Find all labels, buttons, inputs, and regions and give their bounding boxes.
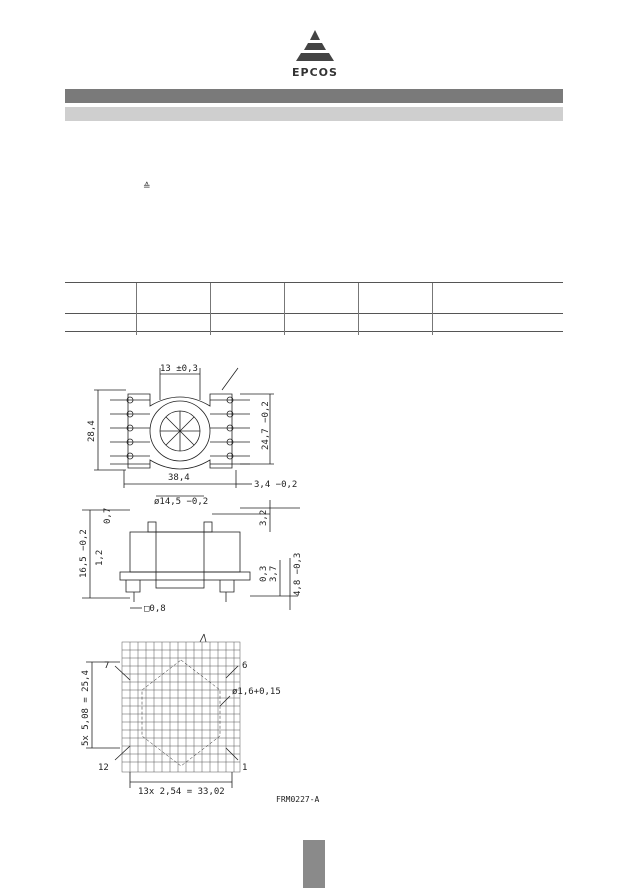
ref-code: FRM0227-A	[276, 795, 320, 804]
pin-label-7: 7	[104, 661, 109, 671]
table-col-divider	[136, 283, 137, 335]
technical-drawing: 13 ±0,3 28,4 24,7 −0,2 38,4 3,4 −0,2 ø14…	[70, 360, 340, 810]
dim-b: 16,5 −0,2	[79, 529, 89, 578]
dim-vertical: 5x 5,08 = 25,4	[81, 670, 91, 746]
page-tab	[303, 840, 325, 888]
dim-d: 3,2	[259, 510, 269, 526]
coil-former-drawing: 13 ±0,3 28,4 24,7 −0,2 38,4 3,4 −0,2 ø14…	[79, 364, 320, 804]
header-bar	[65, 89, 563, 103]
dim-horizontal: 13x 2,54 = 33,02	[138, 787, 225, 797]
table-col-divider	[284, 283, 285, 335]
table-col-divider	[432, 283, 433, 335]
dim-f: 3,7	[269, 566, 279, 582]
logo-text: EPCOS	[292, 66, 338, 79]
dim-bottom-right: 3,4 −0,2	[254, 480, 297, 490]
side-view	[82, 495, 300, 610]
dim-left: 28,4	[87, 420, 97, 442]
correspondence-symbol: ≙	[143, 181, 151, 191]
dim-e: 0,3	[259, 566, 269, 582]
dim-pin: □0,8	[144, 604, 166, 614]
pin-label-1: 1	[242, 763, 247, 773]
dim-top: 13 ±0,3	[160, 364, 198, 374]
pin-label-6: 6	[242, 661, 247, 671]
pin-label-12: 12	[98, 763, 109, 773]
dim-right: 24,7 −0,2	[261, 401, 271, 450]
dim-diameter: ø14,5 −0,2	[154, 497, 208, 507]
table-top-rule	[65, 282, 563, 283]
epcos-logo: EPCOS	[284, 28, 346, 84]
table-col-divider	[210, 283, 211, 335]
dim-bottom: 38,4	[168, 473, 190, 483]
top-view	[94, 367, 274, 488]
pcb-layout	[121, 641, 241, 773]
dim-a: 0,7	[103, 508, 113, 524]
dim-hole: ø1,6+0,15	[232, 687, 281, 697]
table-bottom-rule	[65, 331, 563, 332]
table-col-divider	[358, 283, 359, 335]
table-header-rule	[65, 313, 563, 314]
dim-g: 4,8 −0,3	[293, 553, 303, 596]
epcos-logo-icon	[296, 30, 334, 61]
dim-c: 1,2	[95, 550, 105, 566]
subheader-bar	[65, 107, 563, 121]
